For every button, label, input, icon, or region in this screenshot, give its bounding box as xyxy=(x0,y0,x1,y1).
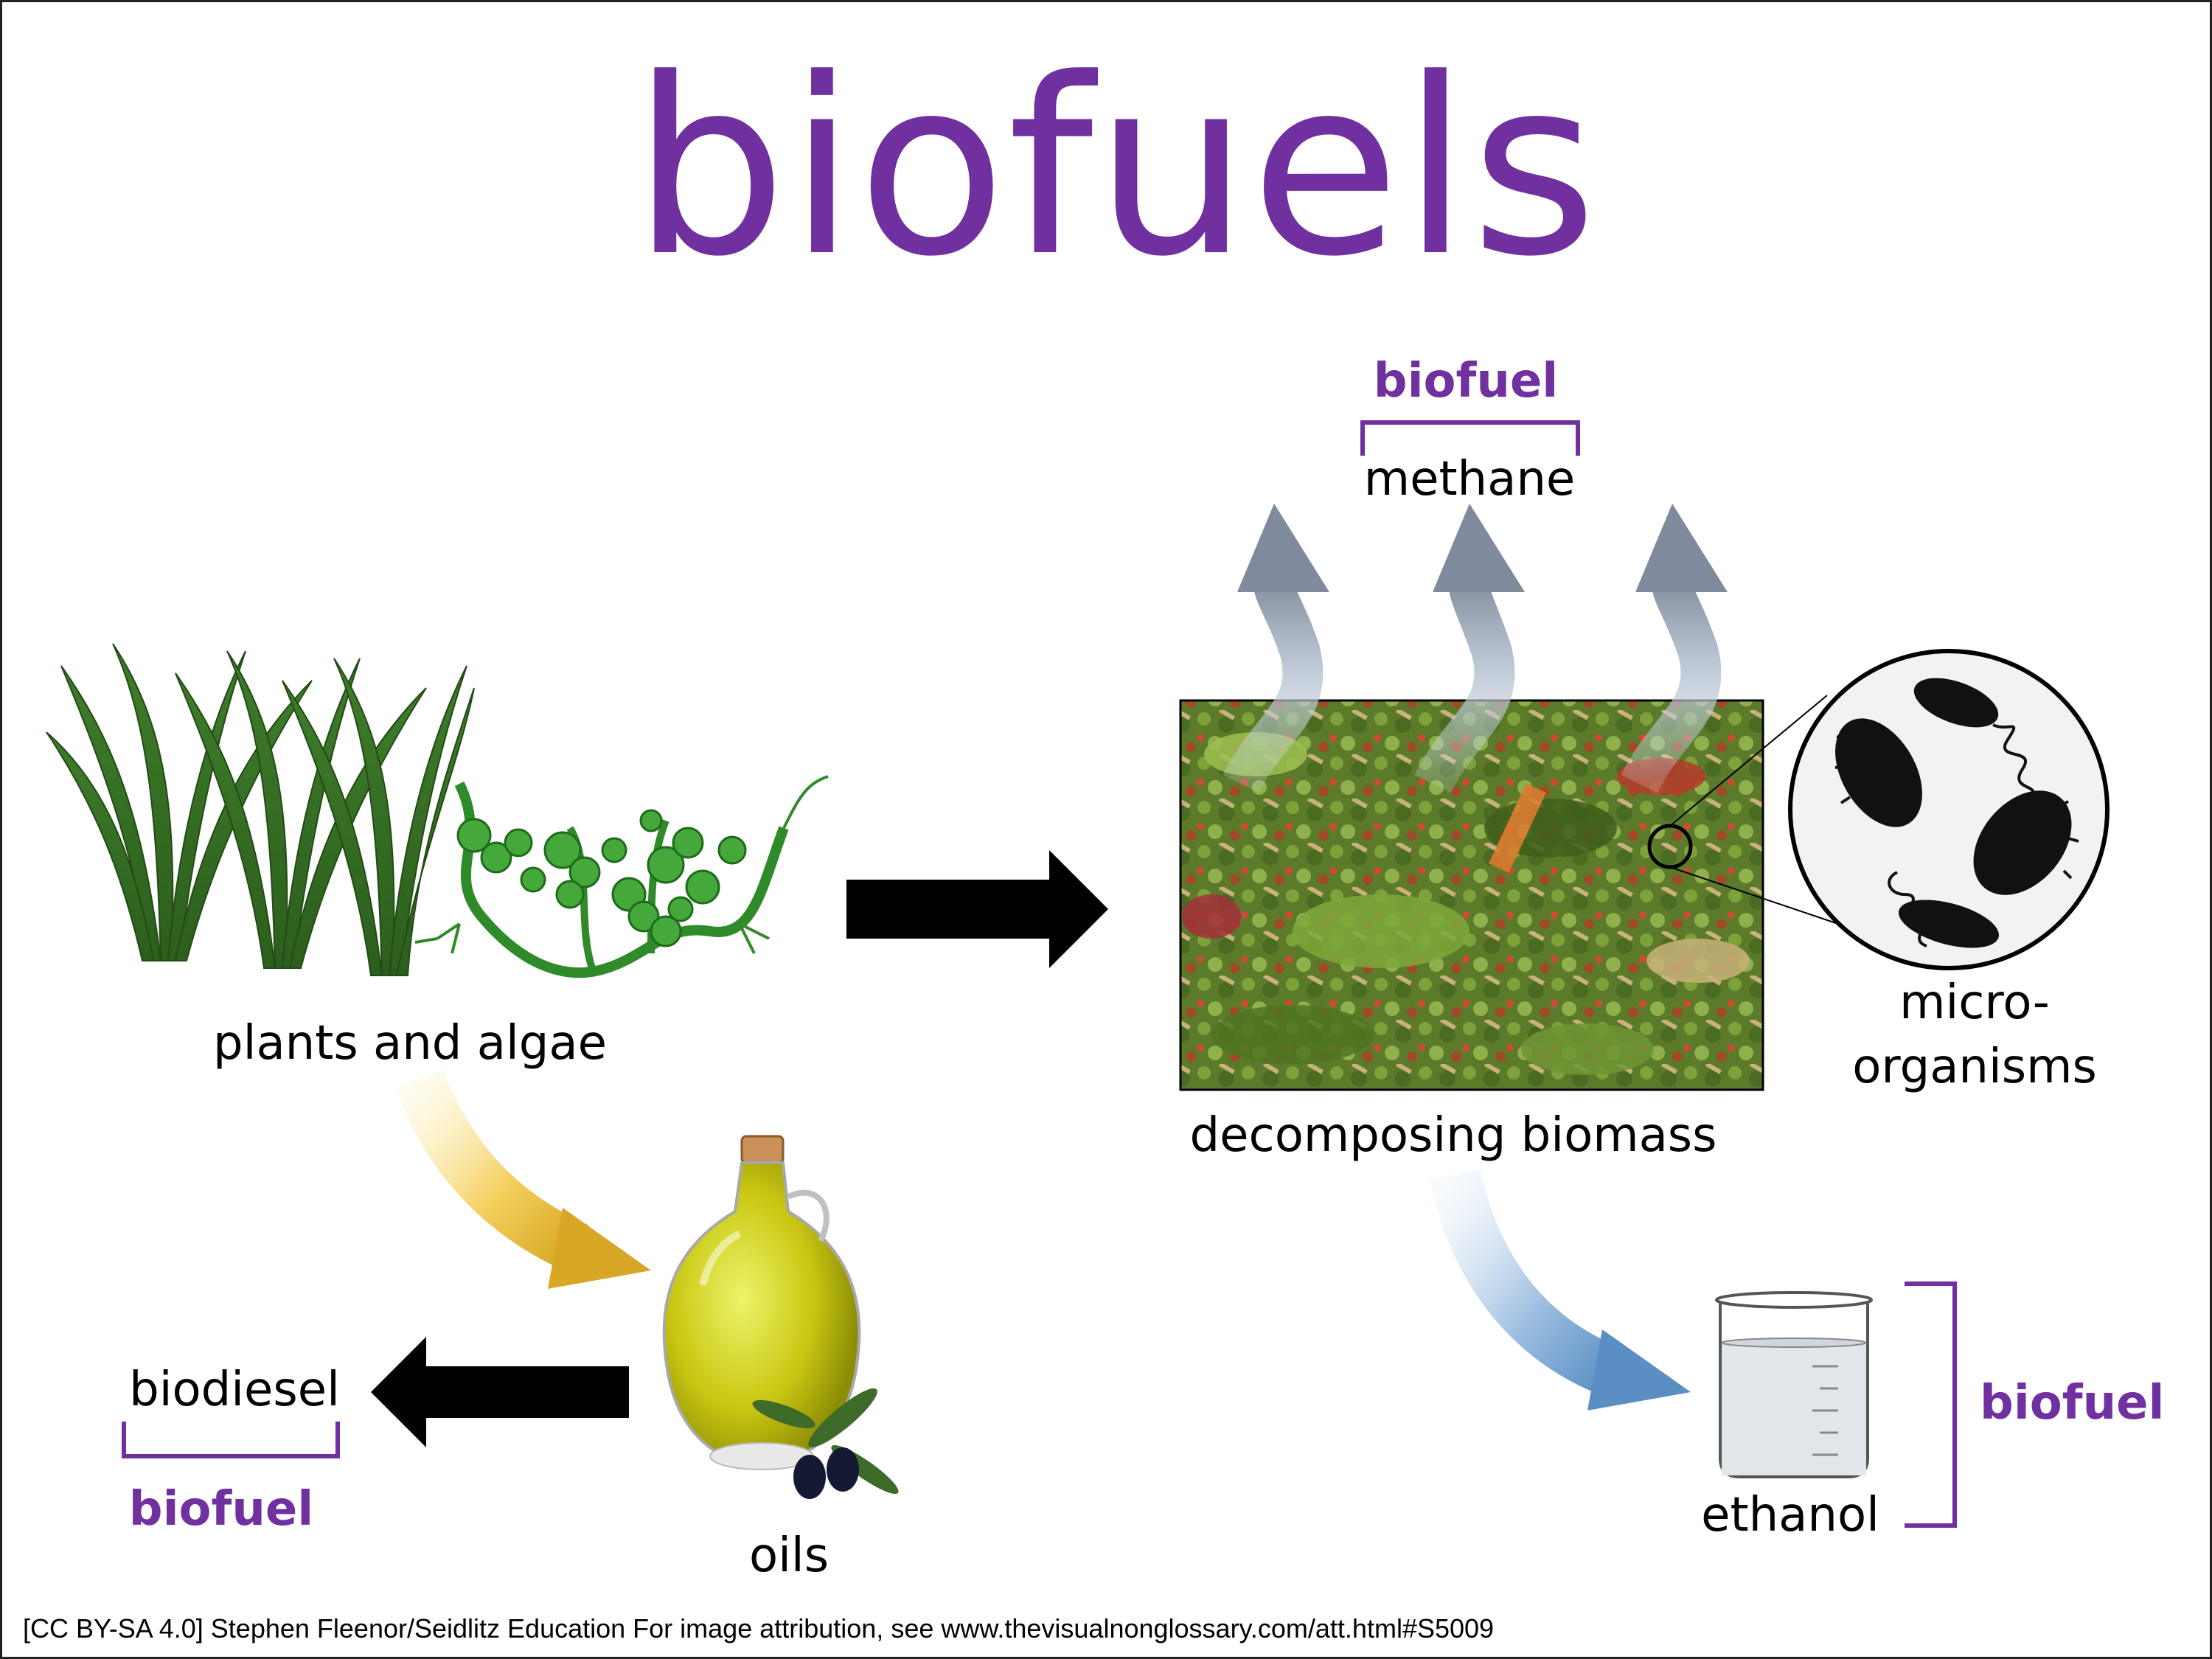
tag-biofuel-biodiesel: biofuel xyxy=(128,1482,314,1537)
oil-bottle-illustration xyxy=(662,1135,899,1499)
bracket-biodiesel xyxy=(122,1422,340,1458)
label-decomposing-biomass: decomposing biomass xyxy=(1189,1108,1717,1163)
arrow-biomass-to-ethanol xyxy=(1429,1169,1691,1411)
label-methane: methane xyxy=(1363,452,1576,507)
arrow-plants-to-oils xyxy=(394,1069,651,1289)
label-organisms: organisms xyxy=(1852,1040,2097,1094)
bracket-methane xyxy=(1360,420,1580,456)
tag-biofuel-ethanol: biofuel xyxy=(1980,1376,2165,1430)
microorganisms-illustration xyxy=(1788,649,2110,970)
tag-biofuel-methane: biofuel xyxy=(1373,354,1559,408)
label-ethanol: ethanol xyxy=(1701,1488,1879,1543)
algae-illustration xyxy=(414,775,829,978)
grass-illustration xyxy=(46,643,475,976)
attribution-text: [CC BY-SA 4.0] Stephen Fleenor/Seidlitz … xyxy=(23,1613,1495,1644)
label-biodiesel: biodiesel xyxy=(129,1363,340,1417)
arrow-plants-to-biomass xyxy=(846,850,1108,968)
bracket-ethanol xyxy=(1905,1281,1957,1528)
diagram-title: biofuels xyxy=(632,27,1599,310)
label-micro: micro- xyxy=(1899,975,2050,1030)
arrow-oils-to-biodiesel xyxy=(371,1337,629,1447)
label-plants-and-algae: plants and algae xyxy=(213,1016,607,1071)
beaker-illustration xyxy=(1715,1291,1873,1478)
label-oils: oils xyxy=(748,1528,830,1583)
methane-arrows xyxy=(1222,504,1728,793)
